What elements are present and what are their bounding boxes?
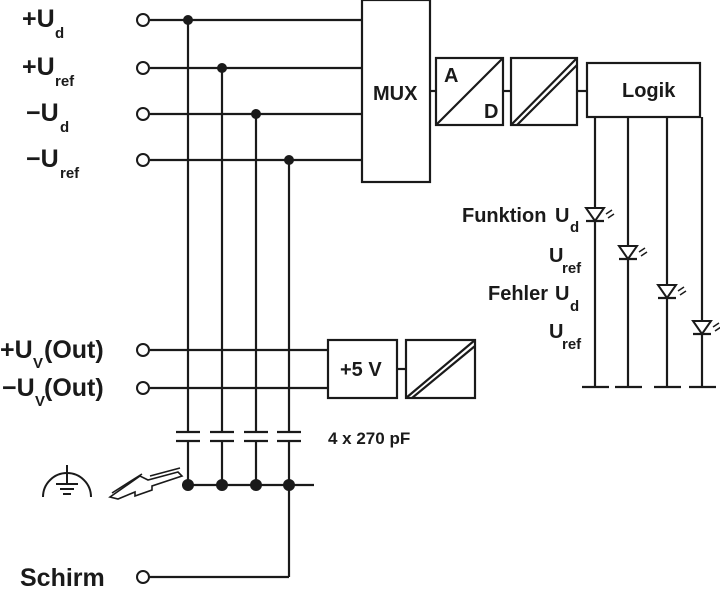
- svg-text:+U: +U: [22, 53, 55, 81]
- terminal-minus-uref: [136, 153, 150, 167]
- svg-text:(Out): (Out): [44, 374, 104, 402]
- svg-text:V: V: [35, 393, 45, 410]
- svg-text:U: U: [549, 321, 563, 343]
- svg-text:−U: −U: [26, 99, 59, 127]
- din-rail-icon: [108, 467, 184, 500]
- input-label-ud: +Ud: [22, 5, 64, 42]
- input-label-minus-ud: −Ud: [26, 99, 69, 136]
- terminal-plus-uv: [136, 343, 150, 357]
- svg-text:−U: −U: [26, 145, 59, 173]
- terminal-minus-uv: [136, 381, 150, 395]
- led-icon: [656, 284, 687, 300]
- adc-block: A D: [434, 56, 505, 127]
- dc-dc-converter-block: [404, 338, 477, 400]
- led-icon: [584, 207, 615, 223]
- isolation-block: [509, 56, 579, 127]
- led-icon: [617, 245, 648, 261]
- shield-label: Schirm: [20, 564, 105, 589]
- svg-text:d: d: [60, 119, 69, 136]
- logic-label: Logik: [622, 80, 676, 102]
- led-branches: [582, 117, 716, 389]
- supply-label: +5 V: [340, 359, 382, 381]
- svg-text:+U: +U: [22, 5, 55, 33]
- protective-earth-icon: [42, 465, 92, 498]
- led-icon: [691, 320, 720, 336]
- terminal-minus-ud: [136, 107, 150, 121]
- svg-text:d: d: [570, 219, 579, 236]
- svg-text:(Out): (Out): [44, 336, 104, 364]
- svg-text:Funktion: Funktion: [462, 205, 546, 227]
- mux-block: [360, 0, 432, 184]
- svg-text:U: U: [555, 205, 569, 227]
- svg-text:U: U: [549, 245, 563, 267]
- svg-text:V: V: [33, 355, 43, 372]
- svg-text:ref: ref: [562, 260, 582, 277]
- svg-text:U: U: [555, 283, 569, 305]
- supply-block: [326, 338, 399, 400]
- logic-block: [585, 61, 702, 119]
- svg-text:ref: ref: [55, 73, 75, 90]
- led-label-function-ud: Funktion Ud: [462, 205, 579, 236]
- svg-text:ref: ref: [60, 165, 80, 182]
- svg-text:ref: ref: [562, 336, 582, 353]
- capacitors-label: 4 x 270 pF: [328, 429, 410, 448]
- junction-dots: [182, 15, 295, 491]
- terminal-shield: [136, 570, 150, 584]
- svg-text:d: d: [55, 25, 64, 42]
- capacitor-branches: [176, 20, 314, 577]
- adc-d-label: D: [484, 101, 498, 123]
- led-label-error-ud: Fehler Ud: [488, 283, 579, 315]
- terminal-uref: [136, 61, 150, 75]
- svg-text:−U: −U: [2, 374, 35, 402]
- svg-text:d: d: [570, 298, 579, 315]
- svg-text:+U: +U: [0, 336, 33, 364]
- terminal-ud: [136, 13, 150, 27]
- svg-text:Fehler: Fehler: [488, 283, 548, 305]
- mux-label: MUX: [373, 83, 418, 105]
- adc-a-label: A: [444, 65, 458, 87]
